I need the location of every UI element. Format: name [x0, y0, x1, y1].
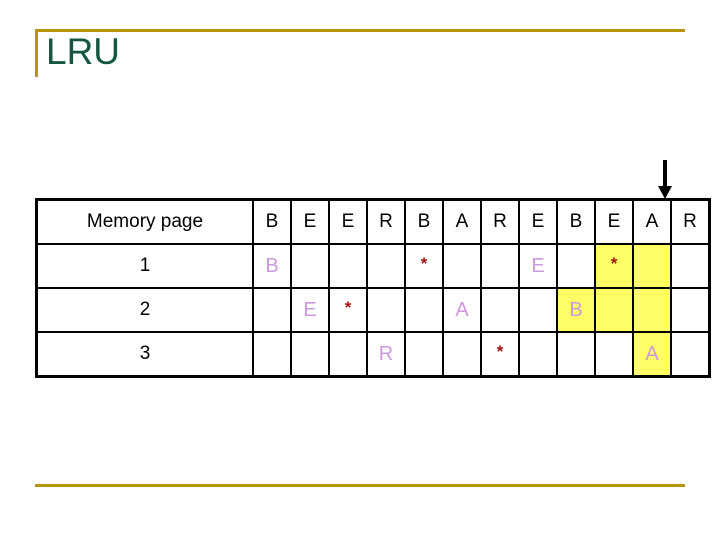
- eviction-marker-cell: *: [328, 287, 368, 333]
- empty-cell: [328, 331, 368, 378]
- empty-cell: [442, 243, 482, 289]
- reference-string-cell: E: [518, 198, 558, 245]
- reference-string-cell: R: [670, 198, 711, 245]
- page-load-cell: R: [366, 331, 406, 378]
- empty-cell: [366, 287, 406, 333]
- empty-cell: [670, 287, 711, 333]
- page-letter: R: [378, 342, 394, 365]
- empty-cell: [518, 331, 558, 378]
- page-load-cell: A: [632, 331, 672, 378]
- empty-cell: [556, 331, 596, 378]
- empty-cell: [632, 243, 672, 289]
- frame-number-label: 3: [35, 331, 254, 378]
- empty-cell: [480, 243, 520, 289]
- reference-string-cell: E: [594, 198, 634, 245]
- page-title: LRU: [46, 31, 121, 72]
- empty-cell: [670, 243, 711, 289]
- eviction-marker-cell: *: [594, 243, 634, 289]
- empty-cell: [404, 331, 444, 378]
- empty-cell: [518, 287, 558, 333]
- star-icon: *: [420, 254, 428, 273]
- reference-string-cell: R: [366, 198, 406, 245]
- empty-cell: [366, 243, 406, 289]
- reference-string-cell: E: [290, 198, 330, 245]
- page-load-cell: E: [518, 243, 558, 289]
- empty-cell: [670, 331, 711, 378]
- eviction-marker-cell: *: [480, 331, 520, 378]
- empty-cell: [556, 243, 596, 289]
- empty-cell: [594, 287, 634, 333]
- empty-cell: [290, 331, 330, 378]
- empty-cell: [594, 331, 634, 378]
- page-letter: B: [265, 254, 279, 277]
- frame-number-label: 2: [35, 287, 254, 333]
- star-icon: *: [610, 254, 618, 273]
- star-icon: *: [344, 298, 352, 317]
- footer-rule: [35, 484, 685, 487]
- empty-cell: [632, 287, 672, 333]
- page-load-cell: B: [252, 243, 292, 289]
- eviction-marker-cell: *: [404, 243, 444, 289]
- page-letter: E: [531, 254, 545, 277]
- page-load-cell: A: [442, 287, 482, 333]
- empty-cell: [252, 331, 292, 378]
- title-rule-left: [35, 29, 38, 77]
- reference-string-cell: A: [442, 198, 482, 245]
- reference-string-cell: R: [480, 198, 520, 245]
- title-rule-top: [35, 29, 685, 32]
- empty-cell: [252, 287, 292, 333]
- empty-cell: [480, 287, 520, 333]
- empty-cell: [442, 331, 482, 378]
- down-arrow-icon: [657, 160, 673, 200]
- page-load-cell: E: [290, 287, 330, 333]
- reference-string-cell: B: [252, 198, 292, 245]
- table-row: 2 E * A B: [35, 287, 711, 333]
- reference-string-cell: A: [632, 198, 672, 245]
- frame-number-label: 1: [35, 243, 254, 289]
- page-load-cell: B: [556, 287, 596, 333]
- memory-page-header-label: Memory page: [35, 198, 254, 245]
- empty-cell: [328, 243, 368, 289]
- page-letter: A: [455, 298, 469, 321]
- page-letter: A: [645, 342, 659, 365]
- reference-string-cell: E: [328, 198, 368, 245]
- star-icon: *: [496, 342, 504, 361]
- page-letter: E: [303, 298, 317, 321]
- empty-cell: [404, 287, 444, 333]
- table-row: 3 R * A: [35, 331, 711, 378]
- reference-string-cell: B: [404, 198, 444, 245]
- page-letter: B: [569, 298, 583, 321]
- reference-string-cell: B: [556, 198, 596, 245]
- empty-cell: [290, 243, 330, 289]
